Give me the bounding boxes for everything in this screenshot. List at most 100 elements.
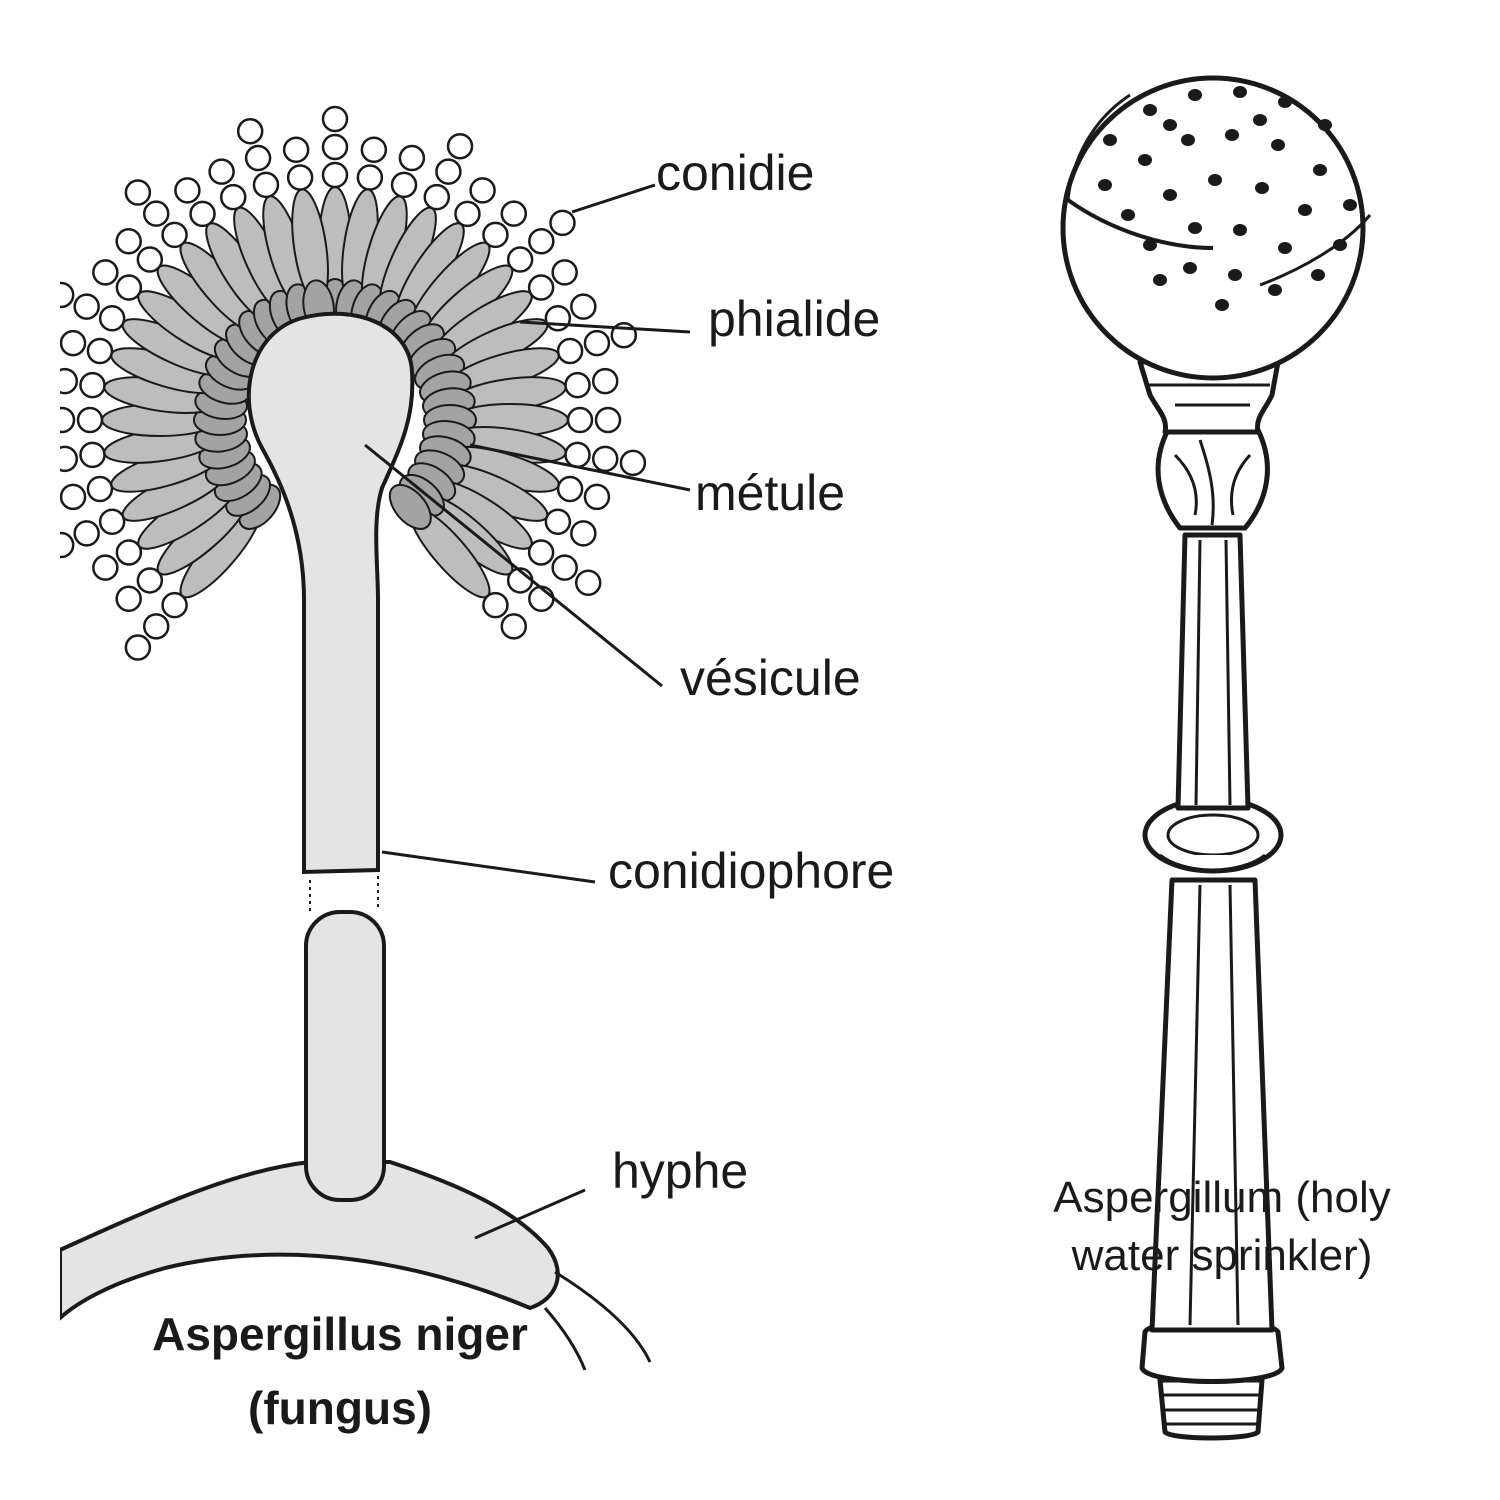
ball-hole [1143, 104, 1157, 116]
conidium [286, 164, 314, 191]
ball-hole [1163, 189, 1177, 201]
conidium [321, 161, 349, 189]
sprinkler-caption-line1: Aspergillum (holy [1053, 1173, 1390, 1222]
conidium [469, 177, 496, 204]
conidium [124, 179, 152, 206]
conidium [60, 445, 79, 473]
conidium [60, 367, 79, 395]
conidium [136, 567, 164, 594]
ball-hole [1103, 134, 1117, 146]
label-metule: métule [695, 465, 845, 521]
ball-hole [1253, 114, 1267, 126]
conidium [583, 483, 611, 511]
label-conidiophore: conidiophore [608, 843, 894, 899]
sprinkler-caption-line2: water sprinkler) [1071, 1231, 1373, 1280]
leader-hyphe [474, 1188, 586, 1240]
conidium [564, 371, 591, 399]
upper-collar [1137, 359, 1281, 435]
ball-hole [1278, 96, 1292, 108]
conidium [60, 406, 76, 434]
conidium [454, 200, 481, 228]
metule [388, 483, 432, 530]
conidium [79, 441, 106, 469]
conidium [500, 200, 528, 227]
conidium [506, 246, 534, 273]
conidium [244, 144, 272, 172]
conidium [282, 136, 310, 164]
label-vesicule: vésicule [680, 650, 861, 706]
conidium [161, 591, 188, 619]
conidium [423, 183, 451, 211]
ball-hole [1143, 239, 1157, 251]
conidium [390, 171, 418, 199]
conidium [566, 406, 594, 434]
conidium [86, 475, 114, 503]
ball-hole [1188, 89, 1202, 101]
conidium [619, 449, 647, 477]
ball-hole [1298, 204, 1312, 216]
conidium [551, 554, 578, 581]
ball-hole [1153, 274, 1167, 286]
conidium [189, 200, 216, 228]
sprinkler-drawing [1060, 75, 1372, 1441]
conidium [60, 281, 75, 309]
conidium [528, 227, 555, 255]
ball-hole [1313, 164, 1327, 176]
conidium [527, 274, 555, 301]
vesicle [246, 311, 415, 875]
ball-hole [1318, 119, 1332, 131]
conidium [549, 209, 576, 237]
conidium [570, 520, 597, 547]
conidium [115, 227, 142, 255]
ball-hole [1233, 224, 1247, 236]
conidium [360, 136, 388, 164]
conidium [583, 329, 611, 357]
ball-hole [1188, 222, 1202, 234]
ball-hole [1225, 129, 1239, 141]
conidium [73, 293, 100, 320]
hypha-branch [543, 1307, 587, 1371]
conidium [321, 133, 349, 161]
conidium [252, 171, 280, 199]
conidium [544, 304, 572, 332]
conidium [594, 406, 622, 434]
ball-hole [1278, 242, 1292, 254]
leader-phialide [519, 320, 691, 334]
fungus-diagram: conidie phialide métule vésicule conidio… [60, 105, 894, 1434]
stalk-lower-segment [304, 910, 386, 1202]
ball-hole [1163, 119, 1177, 131]
conidium [544, 508, 572, 536]
leader-conidiophore [381, 850, 596, 884]
conidium [208, 158, 235, 185]
ball-hole [1208, 174, 1222, 186]
conidium [79, 371, 106, 399]
conidium [115, 585, 142, 613]
ball-hole [1181, 134, 1195, 146]
label-phialide: phialide [708, 291, 880, 347]
handle-upper-shaft [1175, 532, 1251, 811]
conidium [60, 483, 87, 511]
ball-hole [1268, 284, 1282, 296]
label-hyphe: hyphe [612, 1143, 748, 1199]
ball-hole [1121, 209, 1135, 221]
ball-hole [1343, 199, 1357, 211]
conidium [174, 177, 201, 204]
conidium [551, 259, 578, 286]
conidium [570, 293, 597, 320]
fungus-caption-line2: (fungus) [248, 1382, 432, 1434]
conidium [60, 329, 87, 357]
conidium [236, 117, 264, 145]
conidium [115, 274, 143, 301]
conidium [556, 475, 584, 503]
hypha [60, 1160, 560, 1321]
leader-vesicule [364, 443, 663, 688]
ball-hole [1233, 86, 1247, 98]
conidium [500, 613, 528, 640]
conidium [556, 337, 584, 365]
conidium [92, 554, 119, 581]
ball-rim [1066, 198, 1214, 250]
hypha-branch [554, 1270, 652, 1363]
ball-holes [1098, 86, 1357, 311]
conidium [142, 613, 170, 640]
